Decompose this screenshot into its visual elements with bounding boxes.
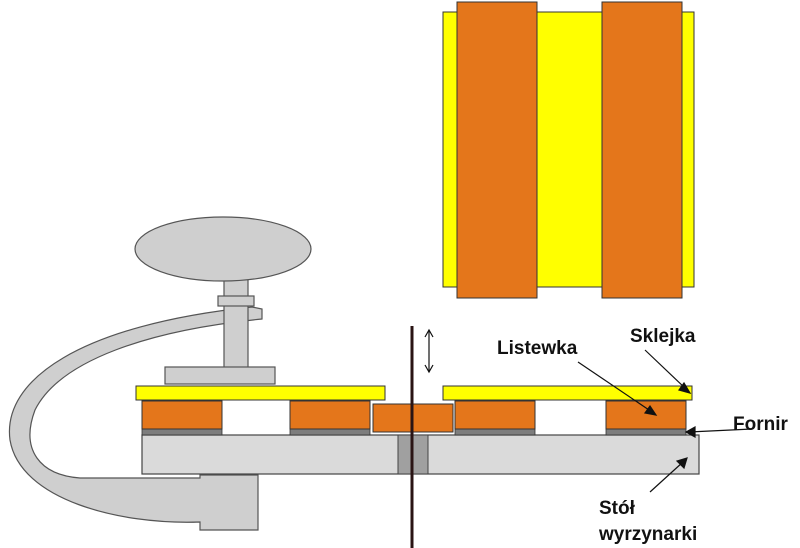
top-view-strip-right	[601, 1, 683, 299]
strip-block	[289, 400, 371, 430]
leader-sklejka	[644, 349, 687, 390]
strip-block	[605, 400, 687, 430]
veneer-segment	[605, 428, 687, 436]
label-stol-line2: wyrzynarki	[598, 524, 697, 545]
clamp-arm	[8, 306, 263, 531]
hold-down-clamp	[8, 216, 312, 531]
veneer-segment	[141, 428, 223, 436]
clamp-handle-knob	[134, 216, 312, 282]
plywood-layer	[135, 385, 693, 401]
top-view-strip-left	[456, 1, 538, 299]
leader-stol	[649, 461, 684, 493]
leader-fornir	[688, 428, 753, 433]
clamp-screw-collar	[217, 295, 255, 307]
strip-block	[141, 400, 223, 430]
label-leader-lines	[577, 349, 753, 493]
label-sklejka: Sklejka	[630, 326, 696, 347]
top-view-assembly	[442, 1, 695, 299]
label-listewka: Listewka	[497, 338, 578, 359]
strip-block	[454, 400, 536, 430]
plywood-sheet-left	[135, 385, 386, 401]
blade-motion-arrow-icon	[424, 328, 434, 374]
clamp-screw-shaft	[223, 275, 249, 371]
clamp-pressure-foot	[164, 366, 276, 385]
plywood-sheet-right	[442, 385, 693, 401]
veneer-segment	[454, 428, 536, 436]
label-stol-line1: Stół	[599, 498, 636, 519]
label-fornir: Fornir	[733, 414, 788, 435]
strip-layer	[141, 400, 687, 433]
veneer-segment	[289, 428, 371, 436]
leader-listewka	[577, 361, 653, 413]
